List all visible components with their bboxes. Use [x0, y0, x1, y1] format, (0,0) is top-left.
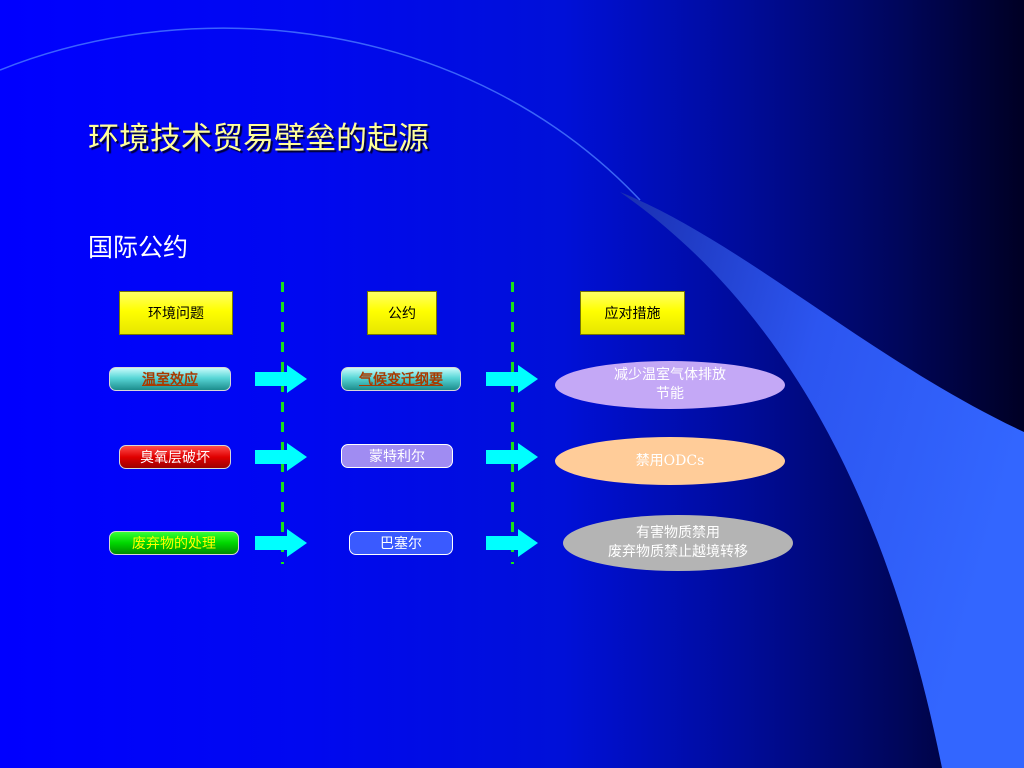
header-measure: 应对措施	[580, 291, 685, 335]
arrow-right-icon	[255, 529, 307, 557]
column-divider-right	[511, 282, 514, 564]
arrow-right-icon	[255, 443, 307, 471]
slide-subtitle: 国际公约	[88, 233, 189, 262]
problem-greenhouse-link[interactable]: 温室效应	[109, 367, 231, 391]
measure-line: 减少温室气体排放	[614, 367, 726, 383]
arrow-right-icon	[486, 443, 538, 471]
measure-oval-ozone: 禁用ODCs	[555, 437, 785, 485]
measure-oval-waste: 有害物质禁用废弃物质禁止越境转移	[563, 515, 793, 571]
measure-line: 节能	[656, 386, 684, 402]
measure-line: 禁用ODCs	[635, 452, 705, 469]
convention-montreal: 蒙特利尔	[341, 444, 453, 468]
arrow-right-icon	[486, 365, 538, 393]
measure-line: 废弃物质禁止越境转移	[608, 544, 748, 560]
header-problem: 环境问题	[119, 291, 233, 335]
convention-basel: 巴塞尔	[349, 531, 453, 555]
problem-waste: 废弃物的处理	[109, 531, 239, 555]
measure-line: 有害物质禁用	[636, 525, 720, 541]
column-divider-left	[281, 282, 284, 564]
header-convention: 公约	[367, 291, 437, 335]
convention-climate-link[interactable]: 气候变迁纲要	[341, 367, 461, 391]
problem-ozone: 臭氧层破坏	[119, 445, 231, 469]
slide-title: 环境技术贸易壁垒的起源	[88, 121, 429, 157]
arrow-right-icon	[255, 365, 307, 393]
arrow-right-icon	[486, 529, 538, 557]
measure-oval-greenhouse: 减少温室气体排放节能	[555, 361, 785, 409]
